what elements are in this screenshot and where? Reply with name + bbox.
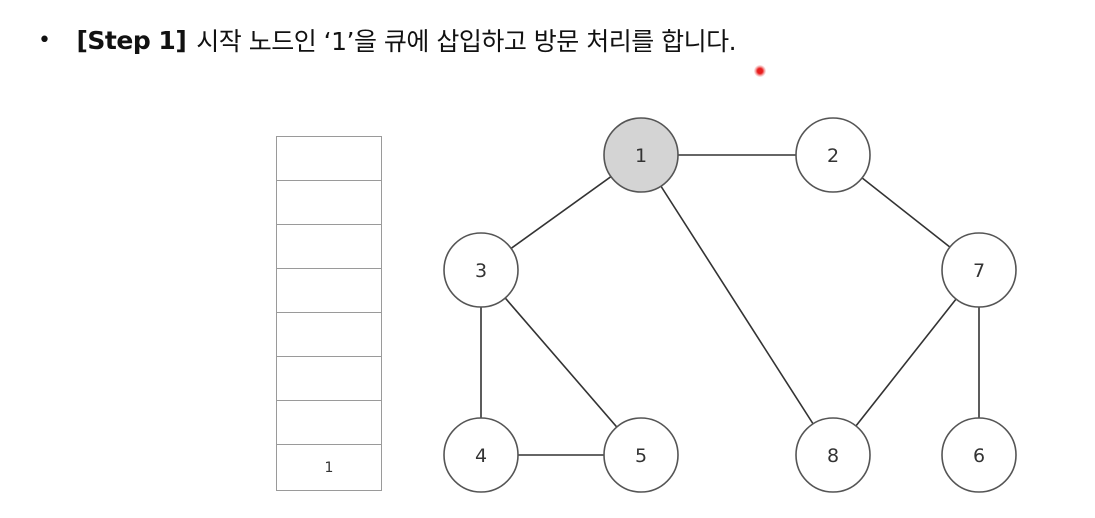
node-6: 6 — [941, 417, 1017, 493]
node-5: 5 — [603, 417, 679, 493]
edge-3-5 — [480, 269, 642, 456]
node-label-6: 6 — [973, 445, 985, 467]
graph-edges — [480, 154, 980, 456]
queue-cell-2 — [277, 181, 381, 225]
node-circle-2 — [795, 117, 871, 193]
node-7: 7 — [941, 232, 1017, 308]
node-label-4: 4 — [475, 445, 487, 467]
node-8: 8 — [795, 417, 871, 493]
node-circle-5 — [603, 417, 679, 493]
node-circle-6 — [941, 417, 1017, 493]
edge-7-8 — [832, 269, 980, 456]
queue-cell-7 — [277, 401, 381, 445]
node-label-1: 1 — [635, 145, 647, 167]
node-label-2: 2 — [827, 145, 839, 167]
queue-cell-1 — [277, 137, 381, 181]
queue-cell-5 — [277, 313, 381, 357]
queue-cell-8: 1 — [277, 445, 381, 491]
node-label-8: 8 — [827, 445, 839, 467]
queue-cell-3 — [277, 225, 381, 269]
node-circle-8 — [795, 417, 871, 493]
node-3: 3 — [443, 232, 519, 308]
cursor-pointer-dot — [754, 65, 766, 77]
node-circle-3 — [443, 232, 519, 308]
node-label-3: 3 — [475, 260, 487, 282]
node-circle-1 — [603, 117, 679, 193]
step-label: [Step 1] — [76, 25, 187, 55]
bullet: • — [38, 27, 51, 53]
queue-cell-4 — [277, 269, 381, 313]
step-heading: • [Step 1] 시작 노드인 ‘1’을 큐에 삽입하고 방문 처리를 합니… — [38, 22, 737, 58]
edge-1-8 — [640, 154, 834, 456]
queue: 1 — [276, 136, 382, 491]
node-circle-7 — [941, 232, 1017, 308]
node-label-7: 7 — [973, 260, 985, 282]
node-4: 4 — [443, 417, 519, 493]
node-circle-4 — [443, 417, 519, 493]
node-1: 1 — [603, 117, 679, 193]
graph-nodes: 1 2 3 4 5 6 7 8 — [443, 117, 1017, 493]
step-description: 시작 노드인 ‘1’을 큐에 삽입하고 방문 처리를 합니다. — [196, 27, 737, 56]
queue-cell-6 — [277, 357, 381, 401]
node-label-5: 5 — [635, 445, 647, 467]
node-2: 2 — [795, 117, 871, 193]
